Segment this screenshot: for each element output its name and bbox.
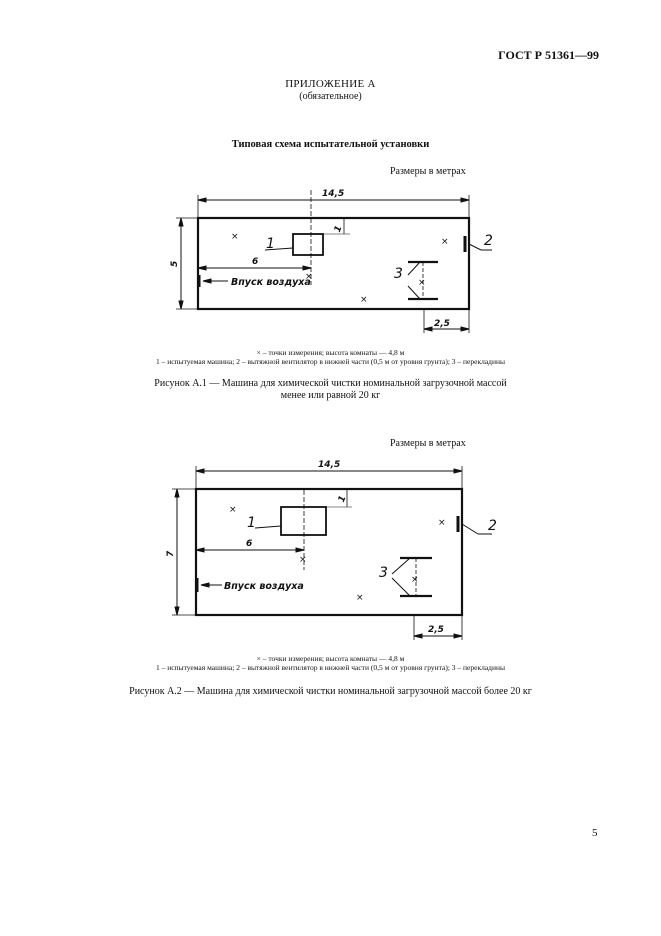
appendix-status: (обязательное) — [299, 91, 362, 102]
section-title: Типовая схема испытательной установки — [231, 139, 430, 150]
fig2-dim-offset: 6 — [246, 539, 252, 549]
fig1-point-4: × — [418, 278, 426, 288]
fig2-label-2: 2 — [488, 518, 497, 534]
fig2-dim-small: 1 — [337, 495, 349, 504]
fig2-label-1: 1 — [247, 515, 256, 531]
figure-1-diagram: 14,5 5 6 1 2,5 Впуск воздуха 1 2 3 × × ×… — [170, 189, 493, 333]
fig1-dim-right: 2,5 — [434, 319, 450, 329]
machine-1-fig2 — [280, 506, 327, 536]
units-note-2: Размеры в метрах — [390, 438, 466, 449]
fig1-legend-items: 1 – испытуемая машина; 2 – вытяжной вент… — [155, 357, 506, 366]
fig2-point-2: × — [299, 555, 307, 565]
fig2-point-1: × — [229, 505, 237, 515]
fig1-point-5: × — [360, 295, 368, 305]
fig1-dim-width: 5 — [170, 261, 180, 267]
fig2-dim-right: 2,5 — [428, 625, 444, 635]
fig1-point-2: × — [305, 272, 313, 282]
fig2-point-4: × — [411, 575, 419, 585]
fig1-dim-small: 1 — [333, 225, 345, 234]
fig2-caption: Рисунок А.2 — Машина для химической чист… — [129, 686, 532, 697]
fig2-dim-length: 14,5 — [318, 460, 340, 470]
fig2-point-3: × — [438, 518, 446, 528]
fig1-caption-line2: менее или равной 20 кг — [280, 390, 381, 401]
fig1-label-3: 3 — [394, 266, 403, 282]
appendix-title: ПРИЛОЖЕНИЕ А — [285, 78, 376, 90]
fig1-label-1: 1 — [266, 236, 275, 252]
units-note-1: Размеры в метрах — [390, 166, 466, 177]
fig1-air-inlet: Впуск воздуха — [231, 277, 311, 288]
fig1-caption-line1: Рисунок А.1 — Машина для химической чист… — [154, 378, 507, 389]
machine-1 — [292, 233, 324, 256]
fig2-air-inlet: Впуск воздуха — [224, 581, 304, 592]
document-header: ГОСТ Р 51361—99 — [498, 48, 599, 62]
fig2-label-3: 3 — [379, 565, 388, 581]
fig1-legend-points: × – точки измерения; высота комнаты — 4,… — [256, 348, 405, 357]
fig2-legend-points: × – точки измерения; высота комнаты — 4,… — [256, 654, 405, 663]
fig2-point-5: × — [356, 593, 364, 603]
fig1-caption: Рисунок А.1 — Машина для химической чист… — [0, 378, 661, 402]
fig2-dim-width: 7 — [166, 550, 176, 557]
fig1-label-2: 2 — [484, 233, 493, 249]
fig2-legend-items: 1 – испытуемая машина; 2 – вытяжной вент… — [155, 663, 506, 672]
fig1-dim-offset: 6 — [252, 257, 258, 267]
figure-2-diagram: 14,5 7 6 1 2,5 Впуск воздуха 1 2 3 × × ×… — [166, 460, 497, 640]
fig1-point-3: × — [441, 237, 449, 247]
page-number: 5 — [592, 827, 598, 839]
fig1-dim-length: 14,5 — [322, 189, 344, 199]
fig1-point-1: × — [231, 232, 239, 242]
